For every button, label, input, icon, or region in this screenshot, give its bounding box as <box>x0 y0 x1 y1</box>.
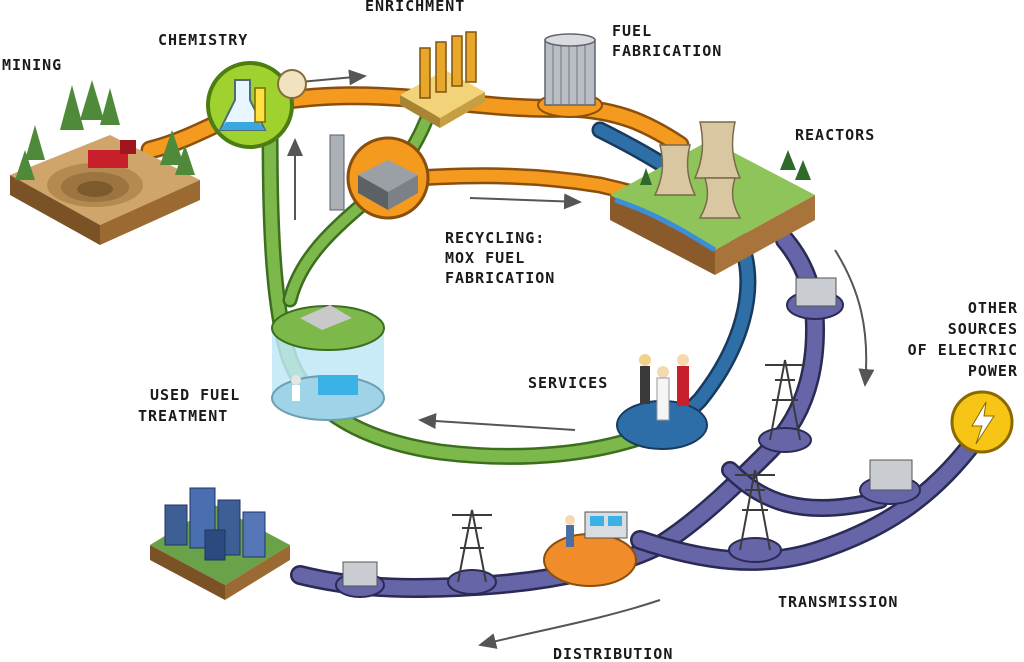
label-recycling-1: RECYCLING: <box>445 229 545 247</box>
label-enrichment: ENRICHMENT <box>365 0 465 15</box>
mox-plant-icon <box>329 134 430 220</box>
flask-icon <box>206 61 307 149</box>
city-icon <box>150 487 290 600</box>
silo-icon <box>537 33 603 118</box>
label-recycling-3: FABRICATION <box>445 269 555 287</box>
label-other-sources-2: SOURCES <box>948 320 1018 338</box>
fuel-pool-icon <box>271 305 385 421</box>
open-pit-mine-icon <box>10 80 200 245</box>
label-recycling-2: MOX FUEL <box>445 249 525 267</box>
label-mining: MINING <box>2 56 62 74</box>
label-chemistry: CHEMISTRY <box>158 31 248 49</box>
enrichment-plant-icon <box>400 31 485 128</box>
cooling-tower-icon <box>610 121 815 275</box>
label-transmission: TRANSMISSION <box>778 593 898 611</box>
label-fuel-fabrication-1: FUEL <box>612 22 652 40</box>
control-room-icon <box>543 511 637 587</box>
grid-path <box>290 230 985 598</box>
workers-icon <box>616 354 708 450</box>
label-used-fuel-2: TREATMENT <box>138 407 228 425</box>
label-used-fuel-1: USED FUEL <box>150 386 240 404</box>
label-other-sources-3: OF ELECTRIC <box>908 341 1018 359</box>
flow-arrows <box>287 69 875 649</box>
label-other-sources-1: OTHER <box>968 299 1018 317</box>
label-services: SERVICES <box>528 374 608 392</box>
lightning-bolt-icon <box>950 390 1014 454</box>
pylon-icon <box>447 359 812 595</box>
label-reactors: REACTORS <box>795 126 875 144</box>
label-distribution: DISTRIBUTION <box>553 645 673 662</box>
transformer-icon <box>335 277 921 598</box>
label-other-sources-4: POWER <box>968 362 1018 380</box>
label-fuel-fabrication-2: FABRICATION <box>612 42 722 60</box>
